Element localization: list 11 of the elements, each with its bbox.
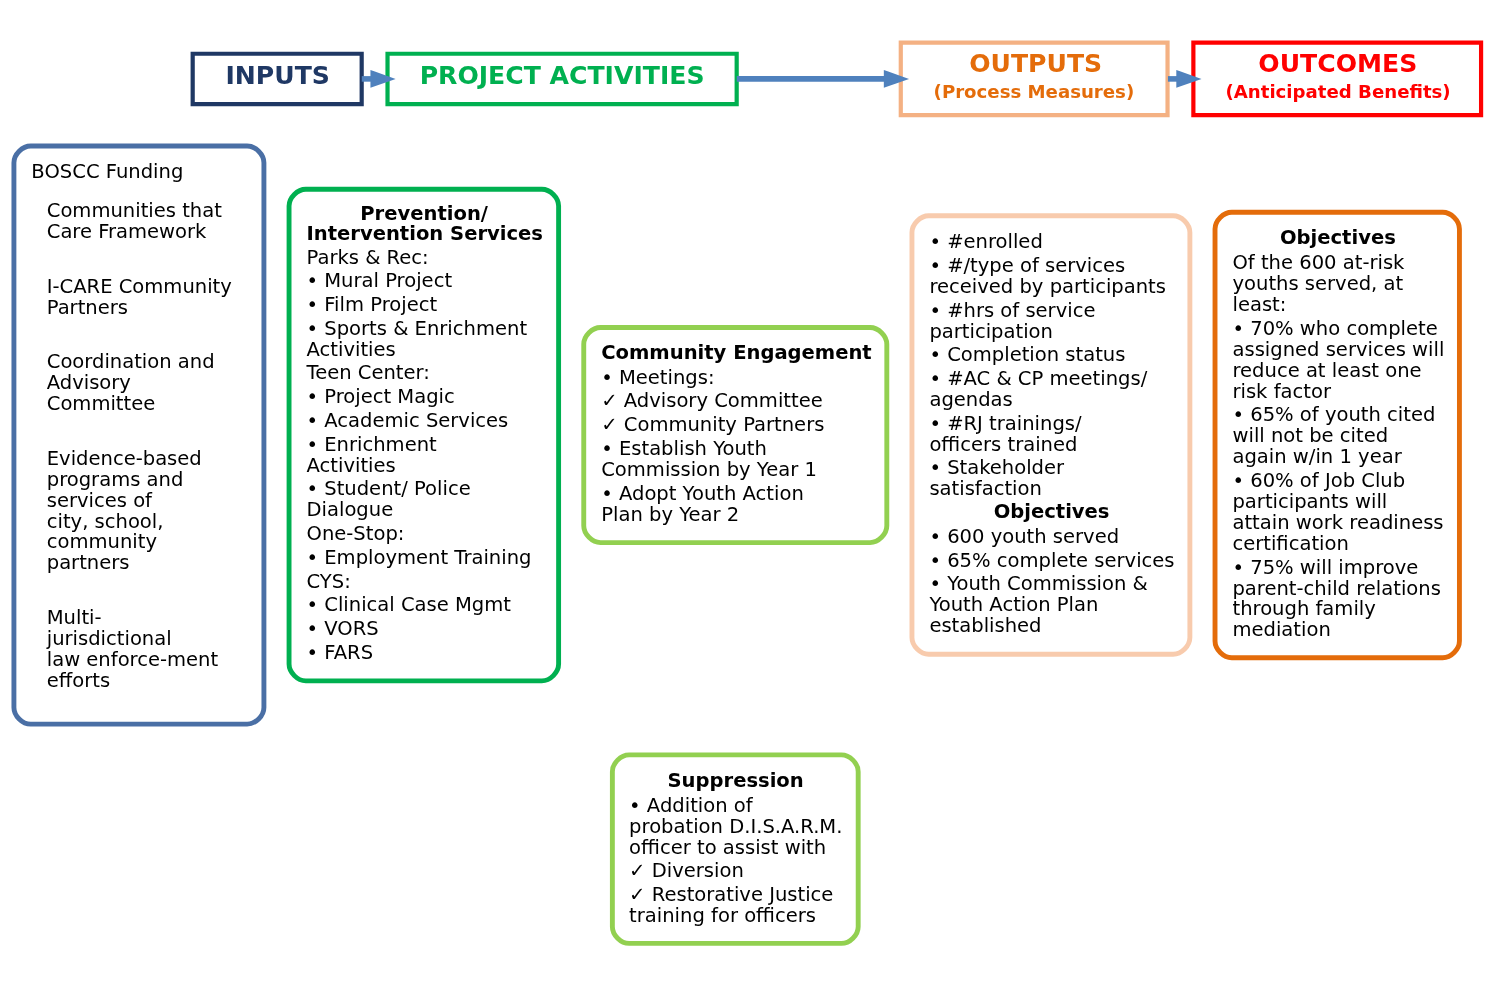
node-box: PROJECT ACTIVITIES bbox=[385, 51, 739, 107]
node-box: • #enrolled • #/type of services received by participants • #hrs of service participation • Completion status • #AC & CP meetings/ agendas • #RJ trainings/ officers trained • Stakeholder satisfaction Objectives • 600 youth served • 65% complete services • Youth Commission & Youth Action Plan established bbox=[909, 213, 1193, 657]
arrow bbox=[736, 70, 910, 88]
node-box: INPUTS bbox=[190, 51, 364, 107]
node-box: Community Engagement • Meetings: ✓ Advisory Committee ✓ Community Partners • Establish Youth Commission by Year 1 • Adopt Youth Action Plan by Year 2 bbox=[581, 325, 890, 546]
node-box: OUTCOMES (Anticipated Benefits) bbox=[1191, 40, 1484, 118]
node-box: BOSCC Funding Communities that Care Framework I-CARE Community Partners Coordination and Advisory Committee Evidence-based programs and services of city, school, community partners Multi-jurisdictional law enforce-ment efforts bbox=[11, 143, 267, 727]
node-box: Suppression • Addition of probation D.I.S.A.R.M. officer to assist with ✓ Diversion ✓ Restorative Justice training for officers bbox=[609, 752, 861, 946]
node-box: OUTPUTS (Process Measures) bbox=[898, 40, 1170, 118]
node-box: Objectives Of the 600 at-risk youths served, at least: • 70% who complete assigned services will reduce at least one risk factor • 65% of youth cited will not be cited again w/in 1 year • 60% of Job Club participants will attain work readiness certification • 75% will improve parent-child relations through family mediation bbox=[1212, 209, 1462, 661]
node-box: Prevention/ Intervention Services Parks & Rec: • Mural Project • Film Project • Sports & Enrichment Activities Teen Center: • Project Magic • Academic Services • Enrichment Activities • Student/ Police Dialogue One-Stop: • Employment Training CYS: • Clinical Case Mgmt • VORS • FARS bbox=[286, 186, 562, 684]
